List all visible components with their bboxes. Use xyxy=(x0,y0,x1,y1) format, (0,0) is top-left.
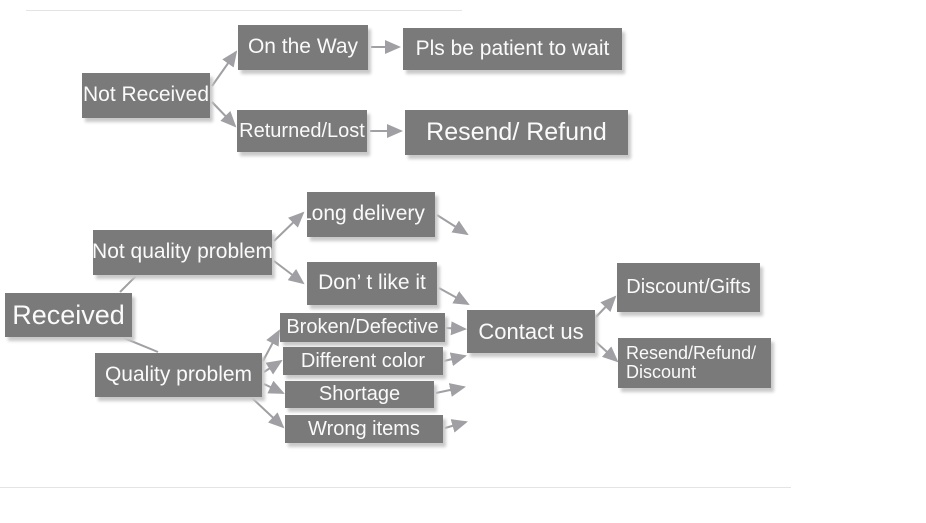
node-received: Received xyxy=(5,293,132,337)
edge-dont_like-contact_us-arrow xyxy=(438,287,470,305)
frame-line-bottom xyxy=(0,487,791,488)
node-label: Pls be patient to wait xyxy=(415,36,610,60)
edge-diff_color-contact_us-arrow xyxy=(443,352,467,367)
node-label: Shortage xyxy=(318,383,401,405)
edge-quality-diff_color-arrow xyxy=(263,359,283,375)
node-label: Different color xyxy=(300,349,426,372)
edge-received-not_quality-line xyxy=(119,275,137,293)
edge-shortage-contact_us-arrow xyxy=(435,383,466,397)
node-label: Don’ t like it xyxy=(318,271,426,295)
node-label: On the Way xyxy=(247,35,359,59)
edge-quality-wrong_items-arrow xyxy=(251,397,285,429)
edge-not_received-on_the_way-arrow xyxy=(211,50,238,87)
node-label: Discount/Gifts xyxy=(626,276,751,298)
node-not-received: Not Received xyxy=(82,73,210,118)
edge-not_quality-dont_like-arrow xyxy=(273,260,305,285)
edge-broken-contact_us-arrow xyxy=(445,321,467,336)
node-quality: Quality problem xyxy=(95,353,262,397)
node-contact-us: Contact us xyxy=(467,310,595,353)
edge-quality-broken-arrow xyxy=(262,329,280,362)
node-dont-like: Don’ t like it xyxy=(307,262,437,305)
node-label: Quality problem xyxy=(104,362,253,386)
node-label: Returned/Lost xyxy=(239,119,365,142)
edge-quality-shortage-arrow xyxy=(263,380,285,394)
node-broken: Broken/Defective xyxy=(280,313,445,342)
edge-long_delivery-contact_us-arrow xyxy=(436,214,469,236)
node-label: Long delivery xyxy=(307,202,425,226)
node-resend-refund: Resend/ Refund xyxy=(405,110,628,155)
node-label: Contact us xyxy=(478,318,584,344)
edge-not_quality-long_delivery-arrow xyxy=(273,211,305,242)
node-returned-lost: Returned/Lost xyxy=(237,110,367,152)
node-label: Broken/Defective xyxy=(286,316,439,338)
node-long-delivery: Long delivery xyxy=(307,192,435,237)
node-label-line2: Discount xyxy=(626,362,697,382)
node-label: Resend/ Refund xyxy=(426,118,607,147)
node-pls-wait: Pls be patient to wait xyxy=(403,28,622,70)
node-label: Resend/Refund/ xyxy=(626,343,757,364)
edge-contact_us-discount_gifts-arrow xyxy=(595,295,617,318)
edge-contact_us-resend_refund_discount-arrow xyxy=(595,341,619,363)
node-discount-gifts: Discount/Gifts xyxy=(617,263,760,312)
node-shortage: Shortage xyxy=(285,381,434,408)
node-label: Not Received xyxy=(82,83,210,107)
node-resend-refund-discount: Resend/Refund/Discount xyxy=(618,338,771,388)
node-on-the-way: On the Way xyxy=(238,25,368,70)
edge-received-quality-line xyxy=(123,337,159,353)
node-diff-color: Different color xyxy=(283,347,443,375)
node-label: Wrong items xyxy=(308,417,420,440)
node-label: Received xyxy=(12,299,125,330)
edge-not_received-returned_lost-arrow xyxy=(211,101,237,128)
node-not-quality: Not quality problem xyxy=(92,230,273,275)
frame-line-top xyxy=(26,10,462,11)
node-wrong-items: Wrong items xyxy=(285,415,443,443)
node-label: Not quality problem xyxy=(92,240,273,264)
edge-wrong_items-contact_us-arrow xyxy=(444,419,468,433)
